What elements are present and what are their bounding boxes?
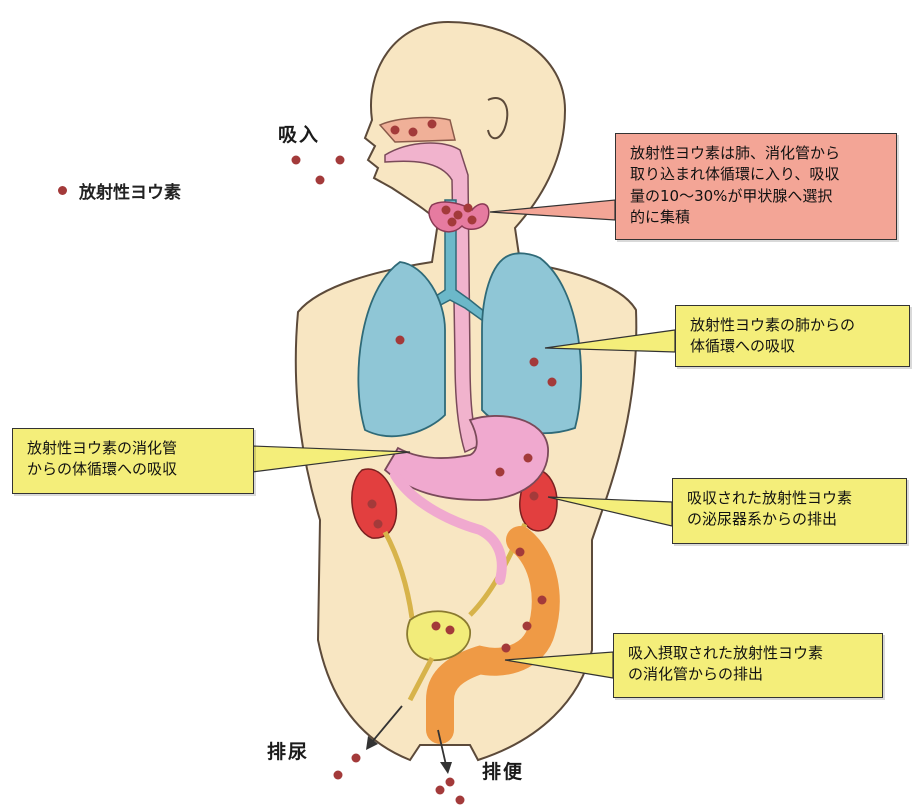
iodine-dot	[409, 128, 418, 137]
label-urination: 排尿	[267, 737, 309, 764]
iodine-dot	[368, 500, 377, 509]
arrowhead-defecation	[440, 762, 452, 774]
callout-excretion: 吸入摂取された放射性ヨウ素 の消化管からの排出	[613, 633, 883, 698]
label-inhalation: 吸入	[278, 120, 320, 147]
iodine-dot	[316, 176, 325, 185]
iodine-dot	[538, 596, 547, 605]
iodine-dot	[442, 206, 451, 215]
iodine-dot	[396, 336, 405, 345]
callout-urinary: 吸収された放射性ヨウ素 の泌尿器系からの排出	[672, 478, 907, 544]
iodine-dot	[391, 126, 400, 135]
callout-thyroid: 放射性ヨウ素は肺、消化管から 取り込まれ体循環に入り、吸収 量の10～30%が甲…	[615, 133, 897, 240]
iodine-dot	[464, 204, 473, 213]
iodine-dot	[446, 626, 455, 635]
iodine-dot	[454, 211, 463, 220]
iodine-dot	[428, 120, 437, 129]
iodine-dot	[336, 156, 345, 165]
iodine-dot	[496, 468, 505, 477]
iodine-dot	[374, 520, 383, 529]
iodine-dot	[468, 216, 477, 225]
iodine-dot	[292, 156, 301, 165]
legend-dot-icon	[58, 186, 67, 195]
iodine-dot	[523, 622, 532, 631]
iodine-dot	[530, 492, 539, 501]
callout-digestive: 放射性ヨウ素の消化管 からの体循環への吸収	[12, 428, 254, 494]
iodine-dot	[456, 796, 465, 805]
callout-lung: 放射性ヨウ素の肺からの 体循環への吸収	[675, 305, 910, 367]
iodine-dot	[524, 454, 533, 463]
iodine-dot	[448, 218, 457, 227]
iodine-dot	[446, 778, 455, 787]
iodine-dot	[352, 754, 361, 763]
iodine-dot	[530, 358, 539, 367]
iodine-dot	[334, 771, 343, 780]
iodine-dot	[502, 644, 511, 653]
iodine-dot	[516, 548, 525, 557]
iodine-dot	[436, 786, 445, 795]
label-defecation: 排便	[482, 757, 524, 784]
legend: 放射性ヨウ素	[58, 178, 181, 203]
legend-label: 放射性ヨウ素	[79, 178, 181, 203]
iodine-dot	[548, 378, 557, 387]
iodine-dot	[432, 622, 441, 631]
